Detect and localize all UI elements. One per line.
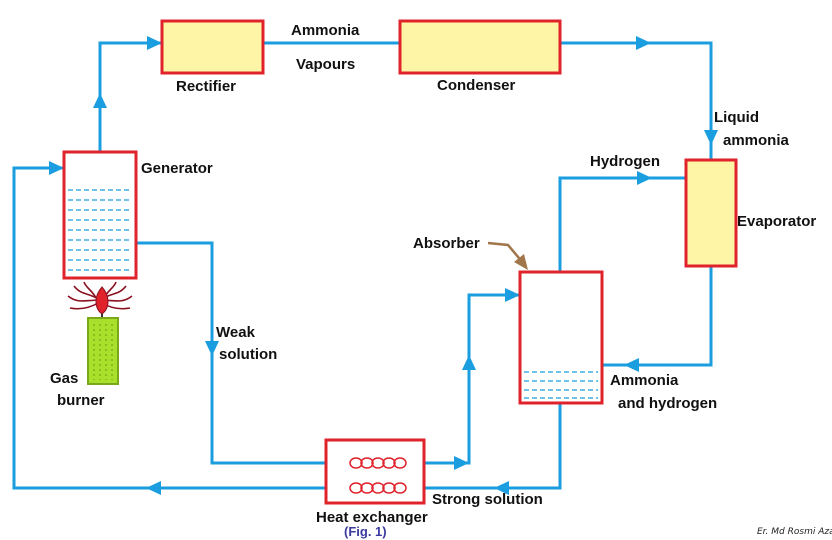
author-signature: Er. Md Rosmi Azad <box>757 527 832 537</box>
weak-solution-label-1: Weak <box>216 324 256 341</box>
pipe-evaporator-to-absorber <box>602 266 713 367</box>
ammonia-vapours-label-1: Ammonia <box>291 22 360 39</box>
hydrogen-label: Hydrogen <box>590 153 660 170</box>
absorber-label: Absorber <box>413 235 480 252</box>
evaporator-box <box>684 158 738 268</box>
figure-caption: (Fig. 1) <box>344 524 387 539</box>
strong-solution-label: Strong solution <box>432 491 543 508</box>
ammonia-hydrogen-label-2: and hydrogen <box>618 395 717 412</box>
absorber-box <box>518 270 604 405</box>
arrow-into-absorber <box>505 288 520 302</box>
arrow-to-rectifier <box>147 36 162 50</box>
pipe-strong-solution-in <box>424 403 562 490</box>
heat-exchanger-coils <box>349 457 407 494</box>
pipe-strong-solution-to-generator <box>12 166 326 490</box>
pipe-weak-solution-to-absorber <box>424 293 520 465</box>
evaporator-label: Evaporator <box>737 213 816 230</box>
arrow-weak-down <box>205 341 219 356</box>
generator <box>62 150 138 280</box>
pipe-generator-to-rectifier <box>98 41 162 152</box>
gas-burner-label-1: Gas <box>50 370 78 387</box>
generator-label: Generator <box>141 160 213 177</box>
arrow-down-liquid <box>704 130 718 145</box>
generator-box <box>62 150 138 280</box>
arrow-up-generator <box>93 93 107 108</box>
generator-liquid <box>68 189 132 271</box>
condenser-box <box>398 19 562 75</box>
rectifier-box <box>160 19 265 75</box>
ammonia-vapours-label-2: Vapours <box>296 56 355 73</box>
arrow-hydrogen <box>637 171 652 185</box>
burner-texture <box>93 324 113 380</box>
heat-exchanger-box <box>324 438 426 505</box>
weak-solution-label-2: solution <box>219 346 277 363</box>
liquid-ammonia-label-2: ammonia <box>723 132 790 149</box>
gas-burner <box>67 281 133 385</box>
arrow-weak-up <box>462 355 476 370</box>
ammonia-hydrogen-label-1: Ammonia <box>610 372 679 389</box>
flow-arrows <box>49 36 718 495</box>
arrow-strong-left-1 <box>494 481 509 495</box>
absorber-liquid <box>524 371 598 399</box>
liquid-ammonia-label-1: Liquid <box>714 109 759 126</box>
pipe-hydrogen-return <box>558 176 686 272</box>
absorber-pointer <box>487 241 528 270</box>
arrow-weak-right <box>454 456 469 470</box>
burner-body <box>87 317 119 385</box>
absorber <box>518 270 604 405</box>
pipe-condenser-to-evaporator <box>560 41 713 160</box>
arrow-to-evaporator-top <box>636 36 651 50</box>
arrow-ammonia-hydrogen <box>624 358 639 372</box>
flame-icon <box>95 286 109 315</box>
gas-burner-label-2: burner <box>57 392 105 409</box>
arrow-strong-left-2 <box>146 481 161 495</box>
heat-exchanger <box>324 438 426 505</box>
rectifier-label: Rectifier <box>176 78 236 95</box>
condenser-label: Condenser <box>437 77 516 94</box>
arrow-into-generator <box>49 161 64 175</box>
heat-exchanger-label: Heat exchanger <box>316 509 428 526</box>
